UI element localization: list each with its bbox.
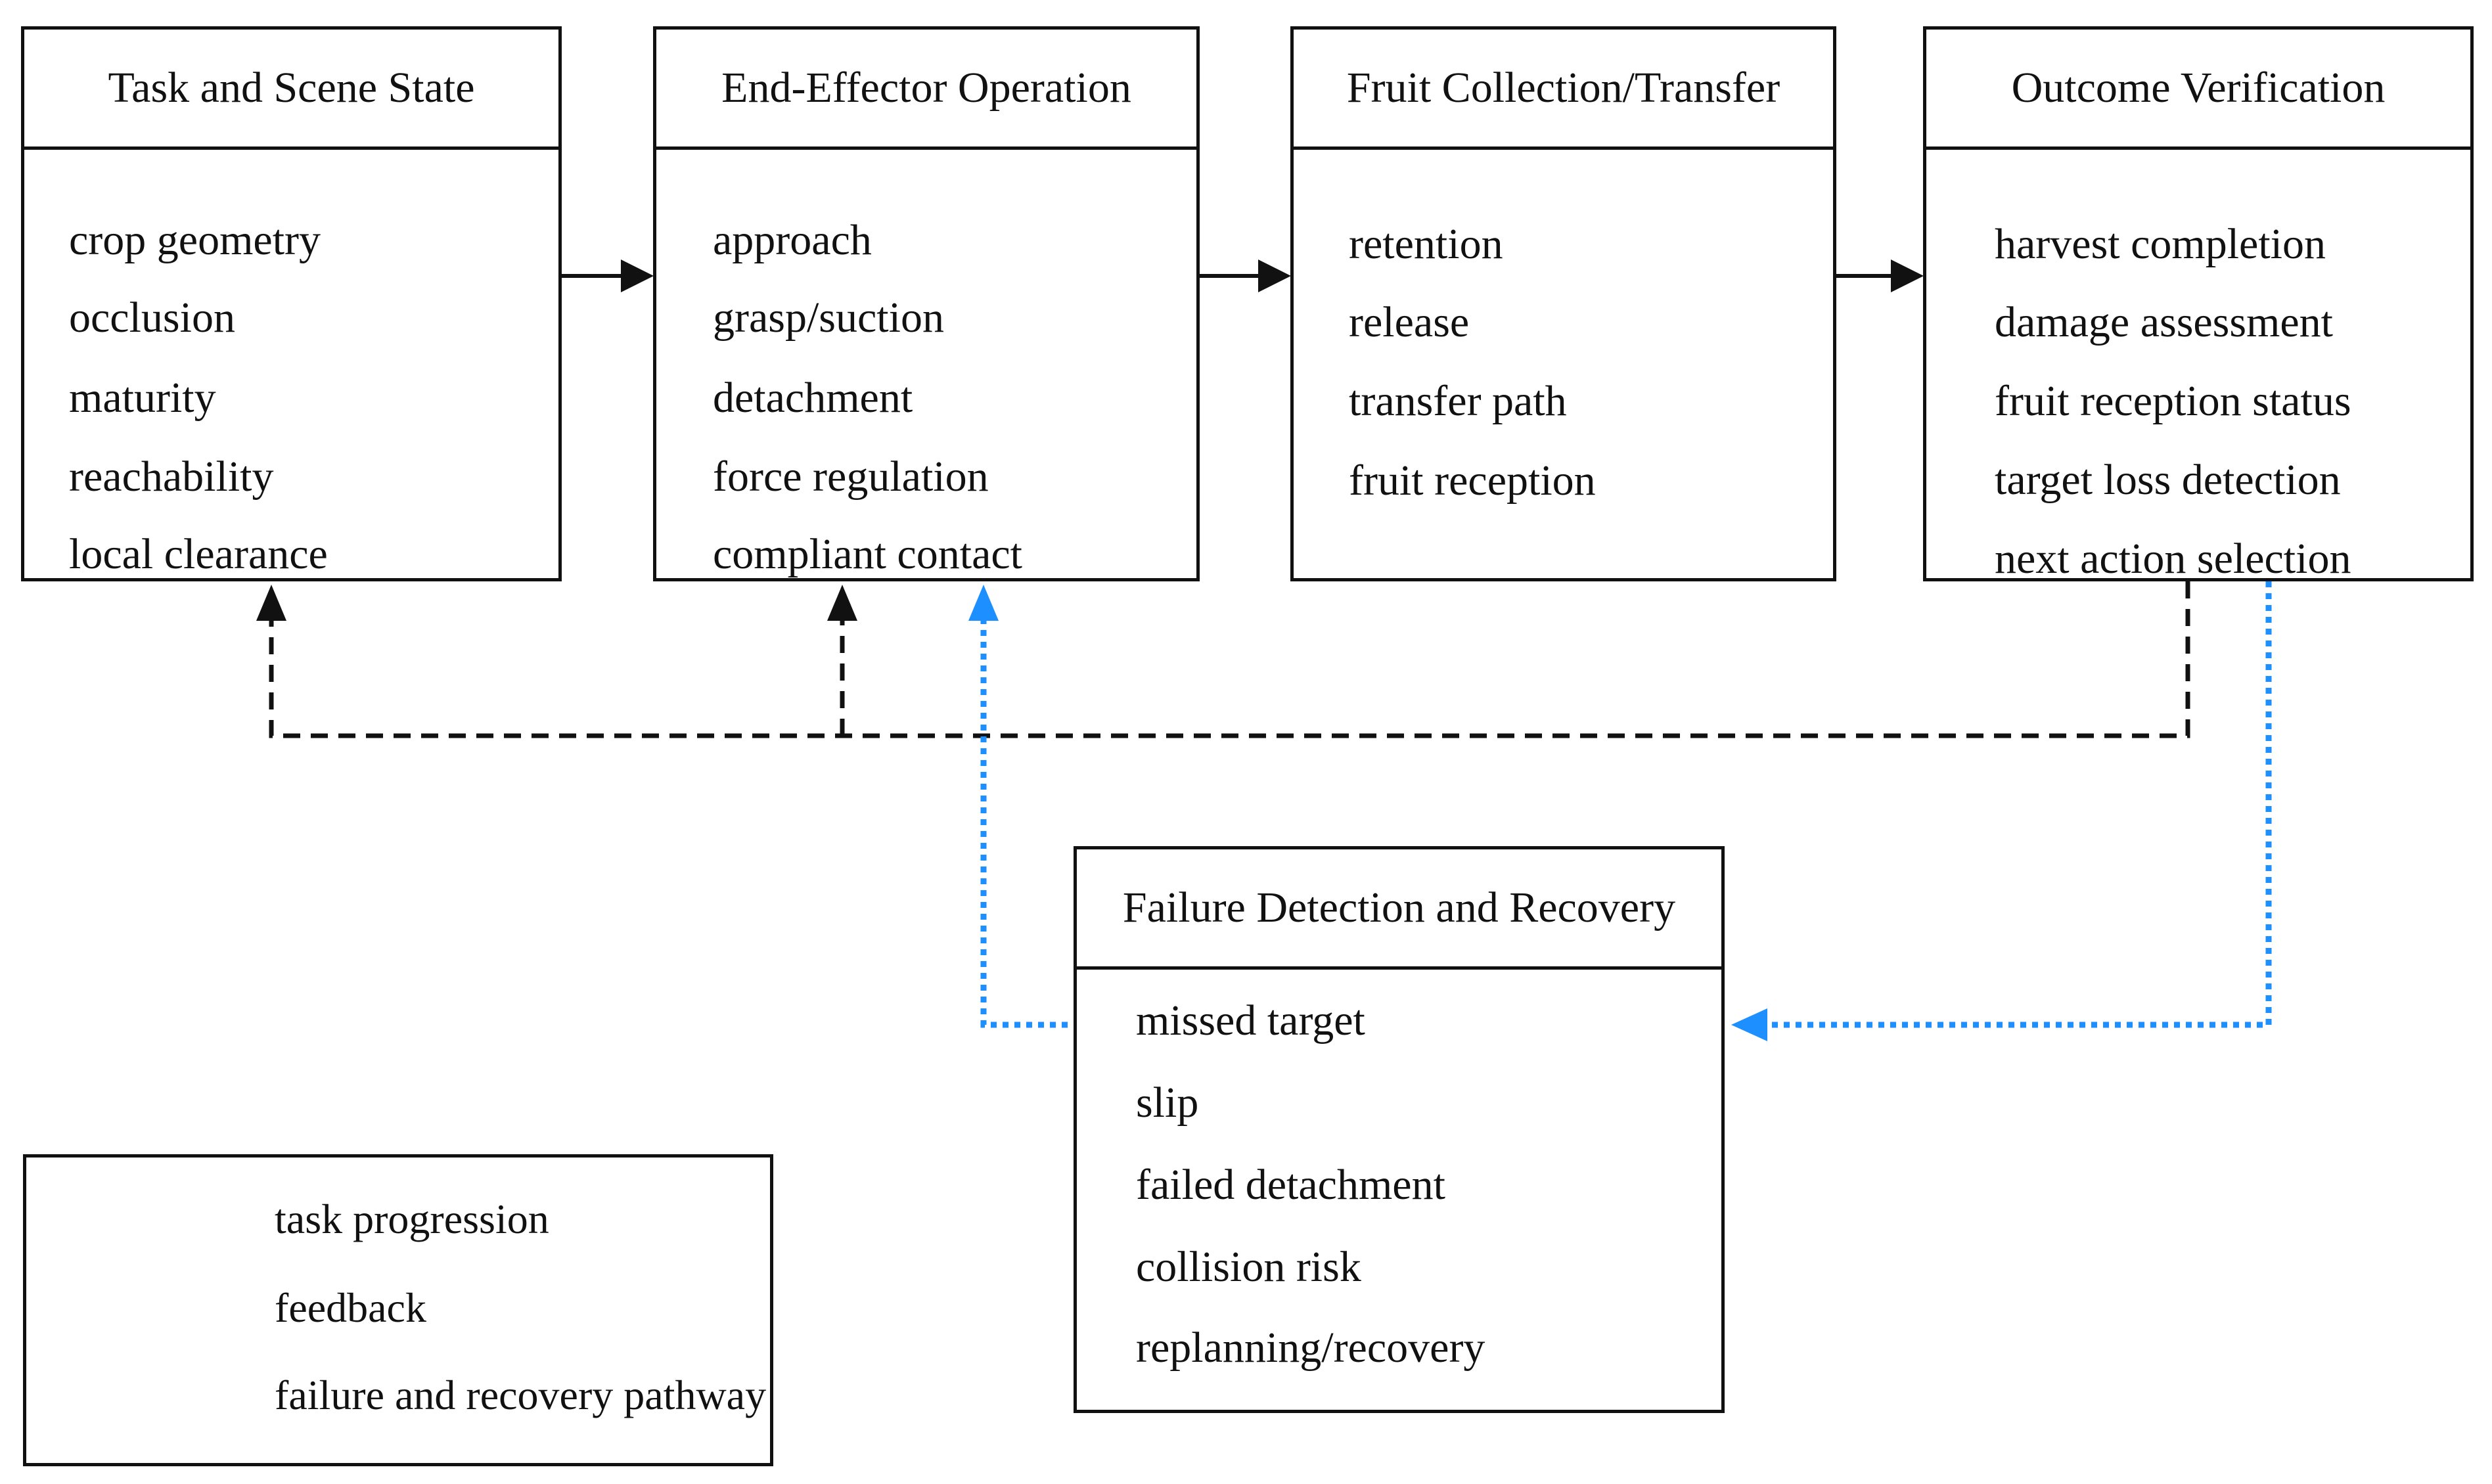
stage-item: reachability [69, 453, 274, 501]
legend-label-failure-recovery: failure and recovery pathway [275, 1372, 767, 1418]
failure-arrowhead-effector [968, 585, 999, 621]
stage-item: target loss detection [1995, 456, 2341, 504]
stage-item: crop geometry [69, 216, 321, 264]
recovery-item: collision risk [1136, 1243, 1361, 1291]
feedback-path [269, 581, 2190, 738]
stage-item: compliant contact [713, 530, 1022, 578]
stage-title: Outcome Verification [1926, 30, 2470, 150]
recovery-item: replanning/recovery [1136, 1324, 1485, 1372]
stage-item: release [1349, 298, 1470, 346]
stage-item: approach [713, 216, 872, 264]
feedback-arrowhead-effector [827, 585, 857, 621]
stage-item: fruit reception status [1995, 377, 2351, 425]
recovery-item: slip [1136, 1079, 1199, 1127]
progression-arrow-1 [562, 259, 654, 292]
stage-item: retention [1349, 220, 1503, 268]
stage-outcome-verification: Outcome Verification harvest completion … [1923, 26, 2474, 583]
legend-label-task-progression: task progression [275, 1196, 549, 1242]
feedback-arrowhead-task [256, 585, 286, 621]
stage-title: Fruit Collection/Transfer [1294, 30, 1833, 150]
stage-item: harvest completion [1995, 220, 2326, 268]
stage-title: Task and Scene State [24, 30, 558, 150]
stage-item: damage assessment [1995, 298, 2334, 346]
stage-item: local clearance [69, 530, 328, 578]
progression-arrow-3 [1836, 259, 1924, 292]
stage-fruit-collection-transfer: Fruit Collection/Transfer retention rele… [1290, 26, 1836, 581]
recovery-title: Failure Detection and Recovery [1077, 849, 1721, 970]
recovery-item: missed target [1136, 997, 1365, 1045]
stage-item: transfer path [1349, 377, 1567, 425]
recovery-item: failed detachment [1136, 1161, 1445, 1209]
failure-detection-recovery-box: Failure Detection and Recovery missed ta… [1074, 846, 1725, 1413]
stage-item: force regulation [713, 453, 989, 501]
failure-arrowhead-recovery [1731, 1008, 1767, 1041]
stage-item: grasp/suction [713, 294, 944, 342]
stage-task-scene-state: Task and Scene State crop geometry occlu… [21, 26, 562, 581]
failure-path [980, 581, 2272, 1028]
legend-label-feedback: feedback [275, 1284, 426, 1331]
stage-item: fruit reception [1349, 457, 1596, 505]
stage-title: End-Effector Operation [656, 30, 1196, 150]
legend: task progression feedback failure and re… [23, 1154, 773, 1466]
stage-item: next action selection [1995, 535, 2351, 583]
stage-end-effector-operation: End-Effector Operation approach grasp/su… [653, 26, 1200, 581]
stage-item: maturity [69, 374, 216, 422]
progression-arrow-2 [1200, 259, 1291, 292]
stage-item: detachment [713, 374, 913, 422]
stage-item: occlusion [69, 294, 235, 342]
